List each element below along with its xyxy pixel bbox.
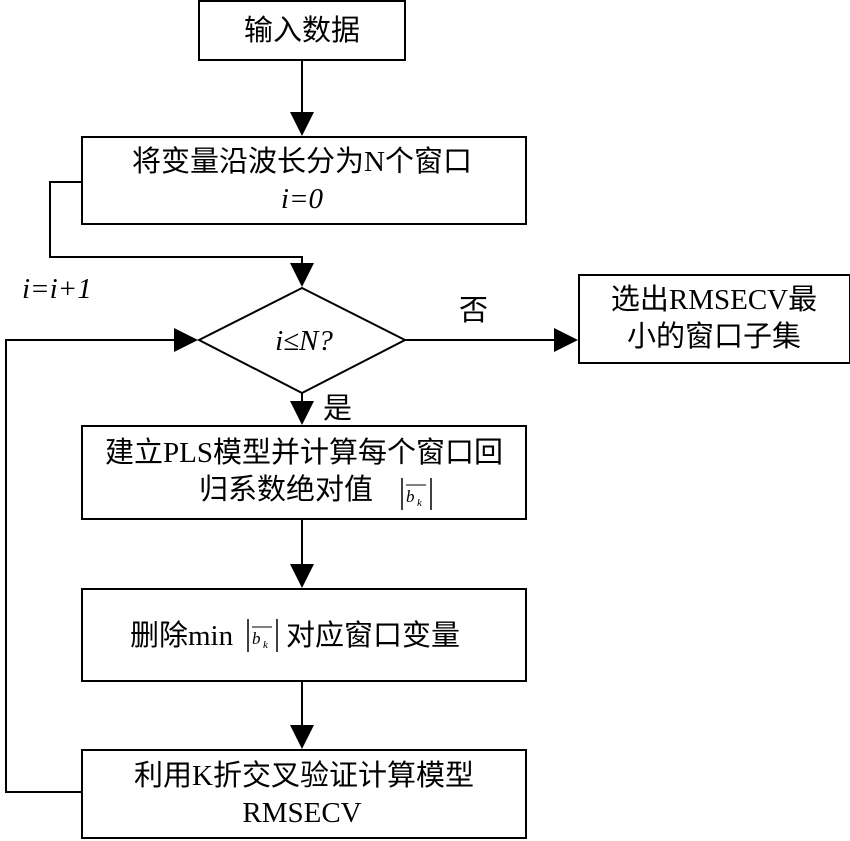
increment-label: i=i+1 <box>22 273 92 305</box>
node-select: 选出RMSECV最 小的窗口子集 <box>578 274 850 364</box>
loop-back-line <box>5 339 178 793</box>
split-box <box>81 136 527 225</box>
arrowhead-down <box>290 263 314 287</box>
arrowhead-down <box>290 725 314 749</box>
split-label-line2: i=0 <box>281 183 324 215</box>
decision-label: i≤N? <box>275 325 333 357</box>
cv-box <box>81 749 527 839</box>
arrowhead-right <box>174 328 198 352</box>
node-split: 将变量沿波长分为N个窗口 i=0 <box>81 136 527 225</box>
cv-label-line2: RMSECV <box>242 797 361 829</box>
coef-subscript: k <box>417 497 423 509</box>
abs-coefficient-build: b k <box>401 478 432 510</box>
node-decision: i≤N? <box>196 286 408 395</box>
split-label-line1: 将变量沿波长分为N个窗口 <box>132 145 472 178</box>
no-label: 否 <box>459 295 488 327</box>
decision-diamond <box>196 286 408 395</box>
select-label-line1: 选出RMSECV最 <box>611 283 817 316</box>
remove-box <box>81 588 527 682</box>
remove-label-prefix: 删除min <box>130 619 234 652</box>
cv-label-line1: 利用K折交叉验证计算模型 <box>134 759 474 792</box>
arrowhead-down <box>290 112 314 136</box>
build-label-line1: 建立PLS模型并计算每个窗口回 <box>105 436 503 469</box>
node-build: 建立PLS模型并计算每个窗口回 归系数绝对值 b k <box>81 425 527 520</box>
yes-label: 是 <box>323 393 352 425</box>
coef-subscript: k <box>263 639 269 651</box>
input-label: 输入数据 <box>244 14 360 47</box>
node-remove: 删除min b k 对应窗口变量 <box>81 588 527 682</box>
connectors <box>5 60 558 793</box>
coef-symbol: b <box>252 629 261 648</box>
remove-label-suffix: 对应窗口变量 <box>286 619 460 652</box>
coef-symbol: b <box>406 487 415 506</box>
arrowheads <box>174 112 578 749</box>
select-box <box>578 274 850 364</box>
node-cv: 利用K折交叉验证计算模型 RMSECV <box>81 749 527 839</box>
select-label-line2: 小的窗口子集 <box>627 320 801 353</box>
node-input: 输入数据 <box>198 0 406 61</box>
build-box <box>81 425 527 520</box>
build-label-line2: 归系数绝对值 <box>199 473 373 506</box>
abs-coefficient-remove: b k <box>247 619 278 652</box>
arrowhead-down <box>290 401 314 425</box>
loop-increment-line <box>49 181 303 267</box>
arrowhead-down <box>290 564 314 588</box>
input-box <box>198 0 406 61</box>
arrowhead-right <box>554 328 578 352</box>
